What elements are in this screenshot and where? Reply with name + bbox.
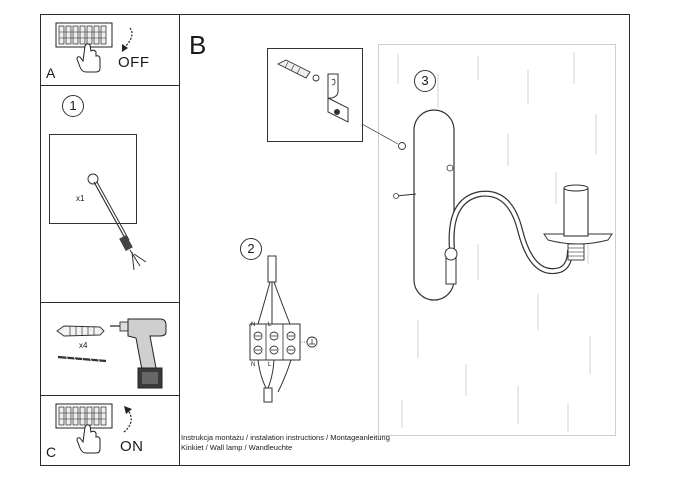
screw-quantity: x4 [79, 341, 88, 350]
caption-line-1: Instrukcja montażu / instalation instruc… [181, 433, 390, 442]
terminal-label-l-bottom: L [268, 362, 272, 368]
detail-leader-line [361, 123, 406, 150]
wall-plug-icon [56, 325, 105, 337]
panel-tools-bottom-divider [40, 395, 180, 396]
screw-icon [57, 355, 107, 364]
turn-off-arrow-icon [122, 27, 133, 52]
terminal-label-n-bottom: N [251, 362, 256, 368]
terminal-label-l-top: L [268, 322, 272, 328]
instruction-sheet-frame [40, 14, 630, 466]
instruction-caption: Instrukcja montażu / instalation instruc… [181, 433, 390, 453]
caption-line-2: Kinkiet / Wall lamp / Wandleuchte [181, 443, 293, 452]
anchor-quantity: x1 [76, 194, 85, 203]
step-1-number: 1 [62, 95, 84, 117]
wall-section [378, 44, 616, 436]
turn-on-arrow-icon [123, 406, 132, 433]
power-on-label: ON [120, 438, 144, 455]
terminal-label-n-top: N [251, 322, 256, 328]
wall-lamp-illustration [393, 109, 613, 301]
drill-bit-icon [87, 173, 147, 271]
drill-wall-area [49, 134, 137, 224]
panel-c-letter: C [46, 444, 57, 460]
panel-a-bottom-divider [40, 85, 180, 86]
mounting-bracket-icon [276, 59, 349, 123]
step-2-number: 2 [240, 238, 262, 260]
step-3-number: 3 [414, 70, 436, 92]
circuit-breaker-off-icon [55, 22, 113, 73]
circuit-breaker-on-icon [55, 403, 113, 454]
power-drill-icon [110, 318, 167, 389]
panel-a-letter: A [46, 65, 56, 81]
panel-1-bottom-divider [40, 302, 180, 303]
power-off-label: OFF [118, 54, 150, 71]
left-column-divider [179, 14, 180, 466]
panel-b-letter: B [189, 30, 207, 60]
terminal-block-wiring-diagram [249, 255, 318, 403]
